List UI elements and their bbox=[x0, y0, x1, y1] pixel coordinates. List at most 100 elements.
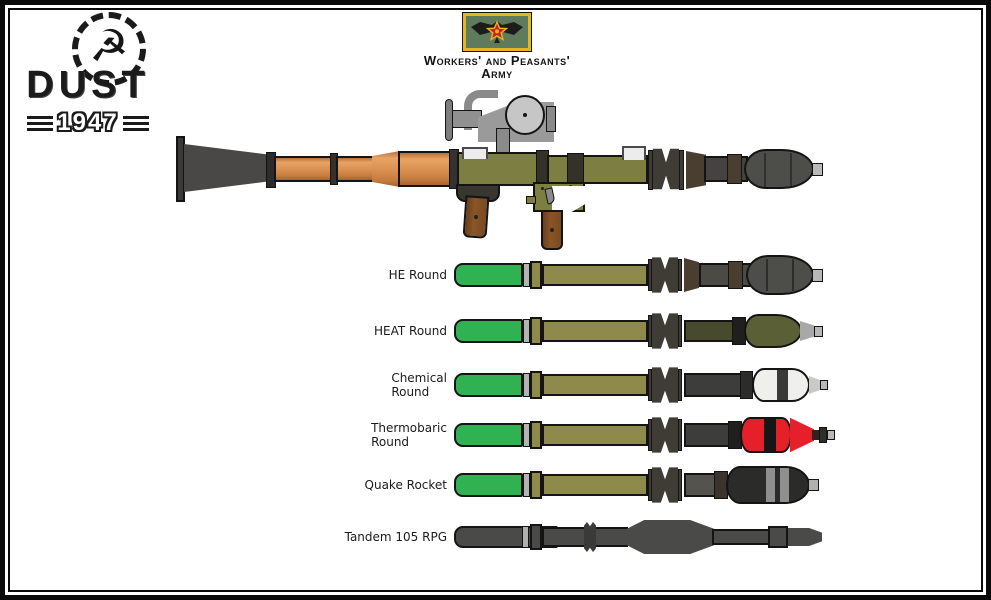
faction-name: Workers' and Peasants' Army bbox=[380, 54, 614, 80]
booster-tube bbox=[454, 473, 523, 497]
tip-collar bbox=[819, 427, 827, 443]
fin-plate bbox=[648, 369, 652, 401]
launcher-wood-flare bbox=[372, 151, 400, 187]
fin-plate bbox=[648, 469, 652, 501]
warhead-shaft bbox=[684, 473, 718, 497]
fin-plate bbox=[648, 259, 652, 291]
tip-shaft bbox=[812, 430, 821, 440]
round-label: HEAT Round bbox=[240, 309, 447, 353]
tandem-rpg-graphic bbox=[450, 515, 840, 559]
motor-collar bbox=[530, 371, 542, 399]
motor-tube bbox=[542, 474, 648, 496]
booster-band bbox=[523, 373, 530, 397]
fin-plate bbox=[678, 315, 682, 347]
round-label: Chemical Round bbox=[240, 363, 447, 407]
motor-tube bbox=[542, 374, 648, 396]
round-label: Thermobaric Round bbox=[240, 413, 447, 457]
motor-tube bbox=[542, 320, 648, 342]
round-label-line1: Quake Rocket bbox=[364, 478, 447, 492]
grip-screw bbox=[473, 214, 479, 220]
thermobaric-round-graphic bbox=[450, 413, 840, 457]
fuze-nub bbox=[814, 326, 823, 337]
grip-screw bbox=[550, 228, 554, 232]
round-label-line1: HEAT Round bbox=[374, 324, 447, 338]
booster-tube bbox=[454, 423, 523, 447]
launcher-wood-tube bbox=[274, 156, 332, 182]
nose-cone bbox=[809, 376, 821, 394]
warhead-seam bbox=[764, 153, 766, 187]
faction-name-line2: Army bbox=[481, 66, 513, 81]
booster-tube bbox=[454, 319, 523, 343]
sight-eyepiece-tube bbox=[452, 110, 482, 128]
round-row-tandem: Tandem 105 RPG bbox=[0, 515, 991, 559]
fin-plate bbox=[648, 419, 652, 451]
logo-year-row: 1947 bbox=[22, 109, 154, 137]
pistol-grip bbox=[541, 210, 563, 250]
logo-title: DUST bbox=[26, 64, 150, 106]
booster-band bbox=[523, 319, 530, 343]
folded-fins bbox=[652, 417, 678, 453]
motor-collar bbox=[530, 317, 542, 345]
warhead-band bbox=[766, 468, 775, 502]
round-row-he: HE Round bbox=[0, 253, 991, 297]
launcher-wood-heatshield bbox=[398, 151, 452, 187]
sight-side-block bbox=[546, 106, 556, 132]
optical-sight bbox=[440, 86, 570, 166]
faction-flag bbox=[463, 13, 531, 51]
logo-year: 1947 bbox=[57, 109, 119, 136]
round-row-heat: HEAT Round bbox=[0, 309, 991, 353]
nose-cone bbox=[790, 417, 814, 453]
eagle-star-icon bbox=[471, 20, 523, 43]
quake-rocket-graphic bbox=[450, 463, 840, 507]
launcher-wood-tube2 bbox=[336, 156, 374, 182]
fin-plate bbox=[648, 315, 652, 347]
warhead bbox=[744, 314, 802, 348]
rocket-neck-collar bbox=[686, 151, 706, 189]
he-round-graphic bbox=[450, 253, 840, 297]
rocket-fuze-nub bbox=[812, 163, 823, 176]
booster-band bbox=[523, 263, 530, 287]
warhead-shaft bbox=[684, 423, 730, 447]
warhead-band bbox=[764, 419, 776, 451]
nose-tip bbox=[788, 528, 822, 546]
folded-fins bbox=[652, 313, 678, 349]
rocket-folded-fins bbox=[653, 148, 679, 190]
booster-band bbox=[523, 473, 530, 497]
booster-band bbox=[523, 423, 530, 447]
chemical-round-graphic bbox=[450, 363, 840, 407]
front-grip bbox=[462, 195, 490, 239]
logo-stripes-left bbox=[27, 115, 54, 131]
nose-cone bbox=[800, 321, 814, 341]
fuze-nub bbox=[827, 430, 835, 440]
tube-band bbox=[522, 526, 529, 548]
warhead bbox=[740, 417, 792, 453]
motor-collar bbox=[530, 261, 542, 289]
faction-name-line1: Workers' and Peasants' bbox=[423, 53, 571, 68]
trigger-housing-tab bbox=[526, 196, 536, 204]
round-label-line2: Round bbox=[371, 435, 410, 449]
round-label-line2: Round bbox=[391, 385, 430, 399]
motor-collar bbox=[530, 421, 542, 449]
launcher-sling-bracket-rear bbox=[462, 147, 488, 159]
rocket-fin-plate-left bbox=[648, 150, 653, 190]
warhead-shaft bbox=[684, 373, 742, 397]
round-row-chemical: Chemical Round bbox=[0, 363, 991, 407]
warhead-band bbox=[777, 370, 788, 400]
rocket-fin-plate-right bbox=[679, 150, 684, 190]
folded-fins bbox=[652, 367, 678, 403]
booster-tube bbox=[454, 263, 523, 287]
round-row-quake: Quake Rocket bbox=[0, 463, 991, 507]
warhead-band bbox=[780, 468, 789, 502]
warhead bbox=[726, 466, 810, 504]
launcher-exhaust-bell bbox=[184, 144, 268, 192]
warhead bbox=[752, 368, 810, 402]
fuze-nub bbox=[808, 479, 819, 491]
shaft-band bbox=[728, 261, 743, 289]
neck-collar bbox=[684, 258, 699, 292]
rocket-shaft-band bbox=[727, 154, 742, 184]
round-label-line1: HE Round bbox=[388, 268, 447, 282]
warhead-seam bbox=[766, 259, 768, 291]
precursor-charge bbox=[624, 520, 716, 554]
round-label-line1: Thermobaric bbox=[371, 421, 447, 435]
